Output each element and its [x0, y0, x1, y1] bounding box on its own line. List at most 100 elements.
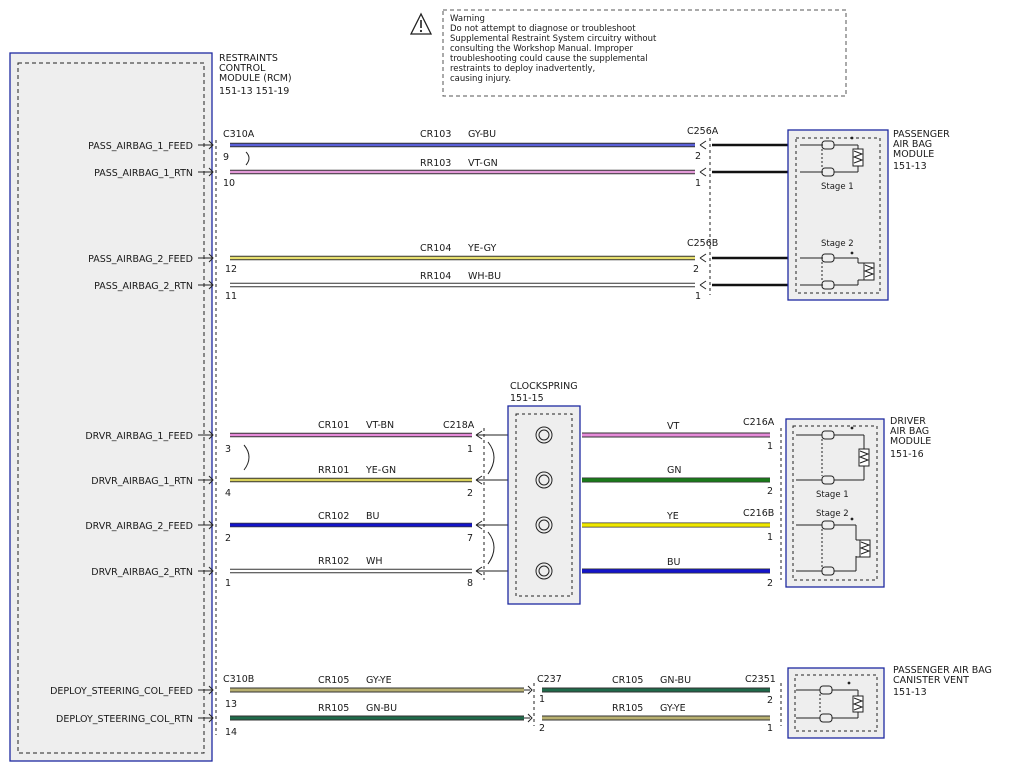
stage-label: Stage 1	[821, 182, 854, 192]
circuit-label: CR105	[612, 675, 643, 686]
wire-color-label: BU	[667, 557, 681, 568]
clockspring: CLOCKSPRING 151-15	[507, 381, 581, 605]
wire-color-label: GY-YE	[366, 675, 392, 686]
pin-label: PASS_AIRBAG_2_RTN	[94, 281, 193, 292]
pin-number: 1	[467, 444, 473, 455]
pin-number: 3	[225, 444, 231, 455]
passenger-wires: C310A CR103 GY-BU 9 2 RR103 VT-GN 10 1 C…	[223, 126, 800, 302]
wire-color-label: VT	[667, 421, 679, 432]
pin-number: 9	[223, 152, 229, 163]
pin-number: 1	[767, 723, 773, 734]
twisted-pair-bracket	[243, 444, 250, 471]
squib-stage1-icon	[800, 136, 864, 177]
pin-number: 2	[767, 695, 773, 706]
circuit-label: RR103	[420, 158, 451, 169]
circuit-label: CR103	[420, 129, 451, 140]
connector-label: C256B	[687, 238, 718, 249]
module-title: AIR BAG	[890, 426, 929, 437]
connector-label: C216B	[743, 508, 774, 519]
stage-label: Stage 2	[821, 239, 854, 249]
pin-number: 2	[695, 151, 701, 162]
pin-number: 2	[767, 486, 773, 497]
warning-icon	[409, 12, 433, 35]
twisted-pair-bracket	[487, 531, 495, 565]
rcm-title: CONTROL	[219, 63, 266, 74]
twisted-pair-bracket	[245, 151, 250, 166]
module-title: DRIVER	[890, 416, 926, 427]
connector-label: C256A	[687, 126, 719, 137]
pin-label: DEPLOY_STEERING_COL_FEED	[50, 686, 193, 697]
warning-line: Do not attempt to diagnose or troublesho…	[450, 24, 636, 34]
pin-number: 1	[695, 178, 701, 189]
pin-number: 4	[225, 488, 231, 499]
circuit-label: RR101	[318, 465, 349, 476]
pin-number: 8	[467, 578, 473, 589]
connector-label: C237	[537, 674, 562, 685]
pin-number: 1	[225, 578, 231, 589]
pin-number: 1	[695, 291, 701, 302]
driver-airbag-module: Stage 1 Stage 2 DRIVER AIR BAG MODULE 15…	[785, 416, 931, 588]
circuit-label: CR105	[318, 675, 349, 686]
pin-number: 7	[467, 533, 473, 544]
connector-label: C310A	[223, 129, 255, 140]
wire-color-label: VT-GN	[468, 158, 498, 169]
wire-color-label: GY-YE	[660, 703, 686, 714]
pin-number: 1	[767, 441, 773, 452]
pin-number: 2	[467, 488, 473, 499]
connector-label: C310B	[223, 674, 254, 685]
module-title: AIR BAG	[893, 139, 932, 150]
module-title: MODULE	[893, 149, 934, 160]
stage-label: Stage 2	[816, 509, 849, 519]
pin-label: DRVR_AIRBAG_1_RTN	[91, 476, 193, 487]
circuit-label: RR105	[318, 703, 349, 714]
pin-label: DEPLOY_STEERING_COL_RTN	[56, 714, 193, 725]
clockspring-title: CLOCKSPRING	[510, 381, 578, 392]
pin-label: PASS_AIRBAG_1_RTN	[94, 168, 193, 179]
module-title: CANISTER VENT	[893, 675, 969, 686]
clockspring-output-wires: VT 1 GN 2 YE 1 BU 2 C216A C216B	[582, 417, 782, 589]
circuit-label: CR104	[420, 243, 451, 254]
wire-color-label: GN-BU	[660, 675, 691, 686]
circuit-label: RR102	[318, 556, 349, 567]
clockspring-ref: 151-15	[510, 393, 544, 404]
pin-number: 12	[225, 264, 237, 275]
wire-color-label: YE	[666, 511, 679, 522]
module-title: PASSENGER AIR BAG	[893, 665, 992, 676]
squib-stage2-icon	[800, 251, 875, 290]
pin-label: DRVR_AIRBAG_2_RTN	[91, 567, 193, 578]
pin-number: 1	[767, 532, 773, 543]
pin-number: 2	[767, 578, 773, 589]
pin-number: 13	[225, 699, 237, 710]
module-ref: 151-16	[890, 449, 924, 460]
pin-number: 2	[225, 533, 231, 544]
pin-number: 10	[223, 178, 235, 189]
circuit-label: RR104	[420, 271, 451, 282]
connector-label: C216A	[743, 417, 775, 428]
module-ref: 151-13	[893, 687, 927, 698]
wire-color-label: BU	[366, 511, 380, 522]
pin-number: 2	[693, 264, 699, 275]
wire-color-label: VT-BN	[366, 420, 394, 431]
connector-label: C218A	[443, 420, 475, 431]
warning-line: consulting the Workshop Manual. Improper	[450, 44, 634, 54]
squib-stage2-icon	[796, 517, 871, 576]
warning-line: restraints to deploy inadvertently,	[450, 64, 595, 74]
wire-color-label: YE-GY	[467, 243, 496, 254]
wire-color-label: WH-BU	[468, 271, 501, 282]
circuit-label: CR102	[318, 511, 349, 522]
rcm-title: MODULE (RCM)	[219, 73, 292, 84]
wire-color-label: YE-GN	[365, 465, 396, 476]
rcm-pin-labels: PASS_AIRBAG_1_FEED PASS_AIRBAG_1_RTN PAS…	[50, 141, 193, 725]
connector-label: C2351	[745, 674, 776, 685]
wire-color-label: GN-BU	[366, 703, 397, 714]
pin-number: 2	[539, 723, 545, 734]
twisted-pair-bracket	[487, 441, 495, 475]
pin-label: PASS_AIRBAG_2_FEED	[88, 254, 193, 265]
squib-icon	[796, 681, 864, 723]
circuit-label: RR105	[612, 703, 643, 714]
circuit-label: CR101	[318, 420, 349, 431]
warning-box: Warning Do not attempt to diagnose or tr…	[409, 9, 847, 97]
pin-number: 14	[225, 727, 237, 738]
rcm-title: RESTRAINTS	[219, 53, 278, 64]
module-title: PASSENGER	[893, 129, 950, 140]
